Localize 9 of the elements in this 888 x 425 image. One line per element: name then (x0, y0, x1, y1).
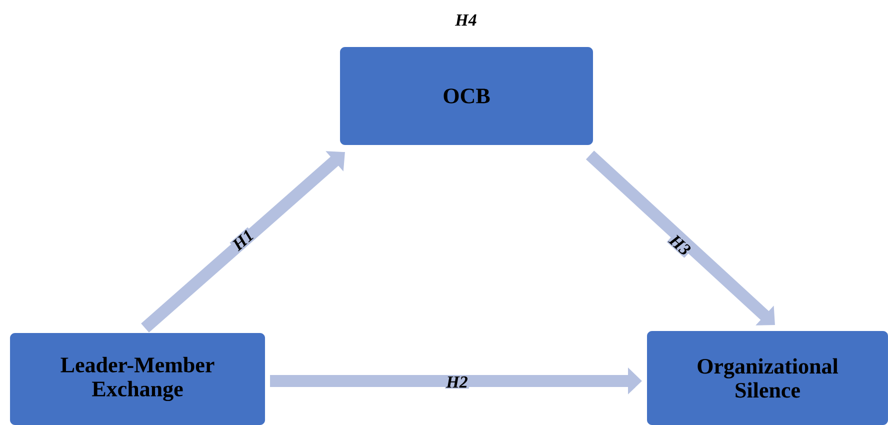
edge-label: H3 (666, 232, 694, 258)
concept-box: OCB (340, 47, 593, 145)
arrow (586, 150, 775, 326)
hypothesis-label: H4 (455, 14, 476, 26)
edge-label: H2 (445, 375, 469, 389)
concept-box: Leader-Member Exchange (10, 332, 265, 425)
arrow (141, 151, 345, 332)
concept-box: Organizational Silence (647, 331, 888, 425)
edge-label: H1 (230, 227, 256, 253)
